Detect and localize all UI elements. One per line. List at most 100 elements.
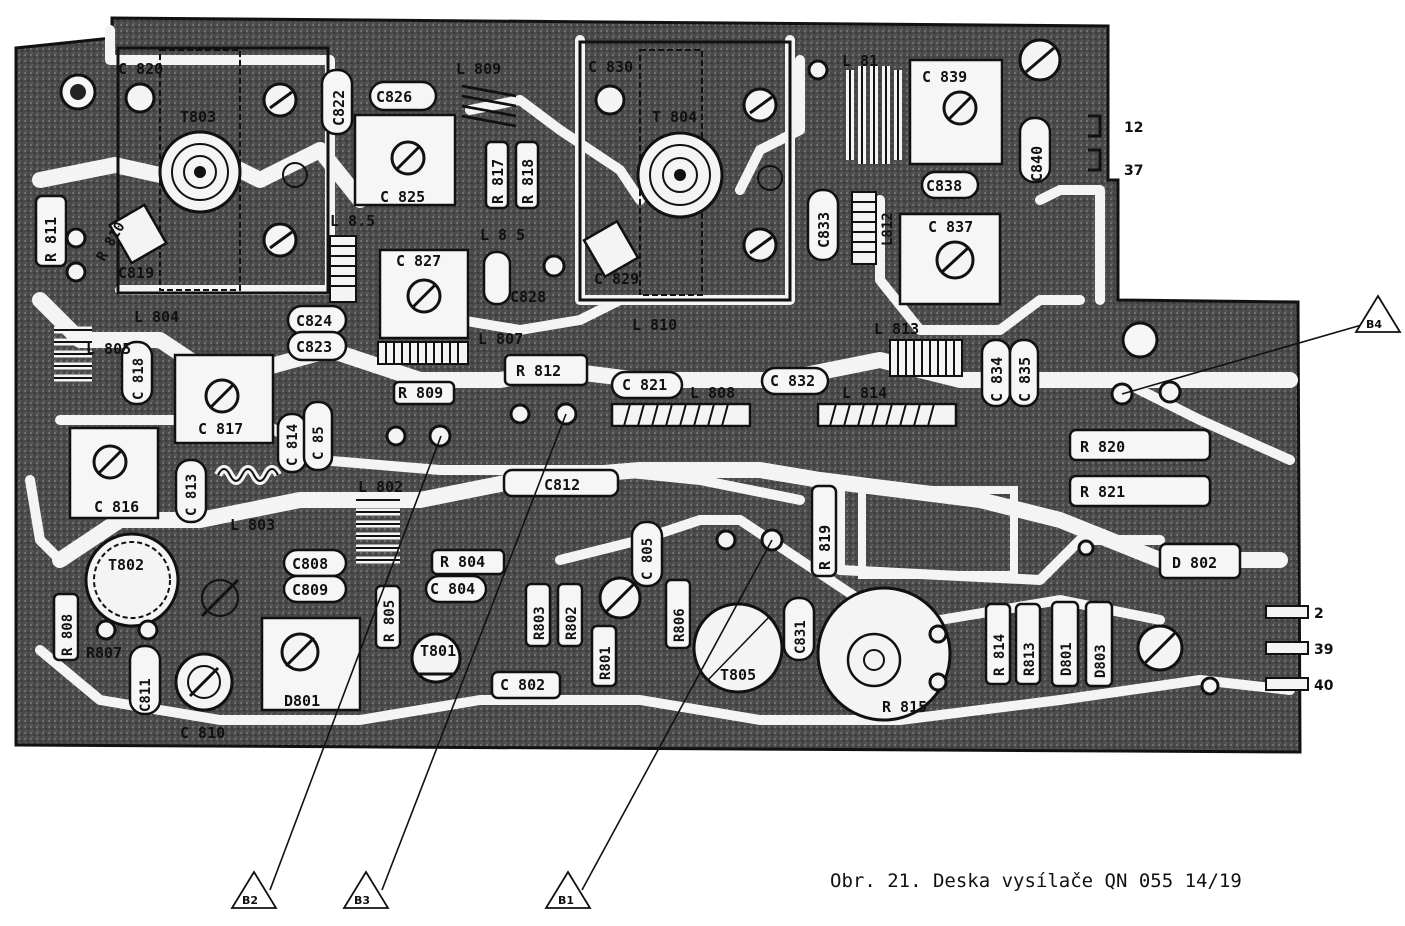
shield-t803 [107,46,330,295]
resistor-r817 [484,140,510,210]
label-r819: R 819 [816,525,834,570]
label-c811: C811 [138,678,154,712]
label-c814: C 814 [285,424,301,466]
coil-l808 [610,402,752,428]
pin-label-40: 40 [1314,678,1334,694]
label-c815: C 85 [311,426,327,460]
label-c818: C 818 [131,358,147,400]
resistor-r809 [392,380,456,406]
resistor-r803 [524,582,552,648]
mounting-hole-right [1121,321,1159,359]
label-c831: C831 [793,620,809,654]
transistor-t805 [692,602,784,694]
trimmer-c837 [898,212,1002,306]
pin-label-39: 39 [1314,642,1333,658]
ceramic-caps [120,68,1052,716]
pin-label-2: 2 [1314,606,1324,622]
resistor-r806 [664,578,692,650]
label-t801: T801 [420,642,456,660]
resistor-r805 [374,584,402,650]
label-r821: R 821 [1080,483,1125,501]
label-r820: R 820 [1080,438,1125,456]
label-r812: R 812 [516,362,561,380]
label-c840: C840 [1028,146,1046,182]
label-t805: T805 [720,666,756,684]
resistor-r801 [590,624,618,688]
label-c839: C 839 [922,68,967,86]
resistor-r819 [810,484,838,578]
label-c833: C833 [815,212,833,248]
resistor-r820 [1068,428,1212,462]
label-r808: R 808 [60,614,76,656]
label-r807: R807 [86,644,122,662]
label-c802: C 802 [500,676,545,694]
coil-l815 [329,235,357,303]
test-point-b1-label: B1 [558,894,574,907]
label-r817: R 817 [489,159,507,204]
label-c829: C 829 [594,270,639,288]
label-r813: R813 [1022,642,1038,676]
label-c813: C 813 [184,474,200,516]
label-l809: L 809 [456,60,501,78]
label-r805: R 805 [382,600,398,642]
label-r811: R 811 [42,217,60,262]
label-c822: C822 [330,90,348,126]
label-c808: C808 [292,555,328,573]
adjust-screw-mid [200,576,1184,672]
trimmer-c839 [908,58,1004,166]
edge-pin-labels: 12 37 2 39 40 [1124,120,1334,694]
label-c825: C 825 [380,188,425,206]
label-c826: C826 [376,88,412,106]
adjust-screw-top-right [1018,38,1062,82]
label-c837: C 837 [928,218,973,236]
label-l805: L 805 [86,340,131,358]
diode-d803-body [1084,600,1114,688]
resistor-r802 [556,582,584,648]
test-point-b2: B2 [230,870,278,909]
label-r803: R803 [532,606,548,640]
label-c819: C819 [118,264,154,282]
resistor-r821 [1068,474,1212,508]
label-l804: L 804 [134,308,179,326]
label-c804: C 804 [430,580,475,598]
test-point-leaders [269,321,1373,891]
label-l807: L 807 [478,330,523,348]
label-l808: L 808 [690,384,735,402]
label-c824: C824 [296,312,332,330]
test-point-b2-label: B2 [242,894,258,907]
label-c827: C 827 [396,252,441,270]
label-c810: C 810 [180,724,225,742]
test-point-b3: B3 [342,870,390,909]
label-c817: C 817 [198,420,243,438]
label-l805b: L 8.5 [330,212,375,230]
coil-l803 [214,465,282,485]
label-r806: R806 [672,608,688,642]
pin-label-37: 37 [1124,163,1143,179]
test-point-b4: B4 [1354,294,1402,333]
label-d801: D801 [1059,642,1075,676]
resistor-r808 [52,592,80,662]
label-r804: R 804 [440,553,485,571]
coil-l802 [356,496,400,564]
coil-l807 [377,341,469,365]
shield-t804 [578,40,792,302]
component-labels: C 820 T803 C822 C826 L 809 C 830 T 804 L… [42,52,1217,742]
test-point-b3-label: B3 [354,894,370,907]
trimmer-c817 [173,353,275,445]
label-r802: R802 [564,606,580,640]
test-point-b4-label: B4 [1366,318,1382,331]
coil-l814 [816,402,958,428]
trimmer-c825 [353,113,457,207]
label-l813: L 813 [874,320,919,338]
label-l810: L 810 [632,316,677,334]
figure-caption: Obr. 21. Deska vysílače QN 055 14/19 [830,870,1242,892]
coil-l805 [54,326,92,382]
label-r815: R 815 [882,698,927,716]
edge-connector [1088,114,1309,691]
label-r801: R801 [598,646,614,680]
trimmer-c827 [378,248,470,340]
resistor-r804 [430,548,506,576]
label-c812: C812 [544,476,580,494]
diode-d801-body [1050,600,1080,688]
